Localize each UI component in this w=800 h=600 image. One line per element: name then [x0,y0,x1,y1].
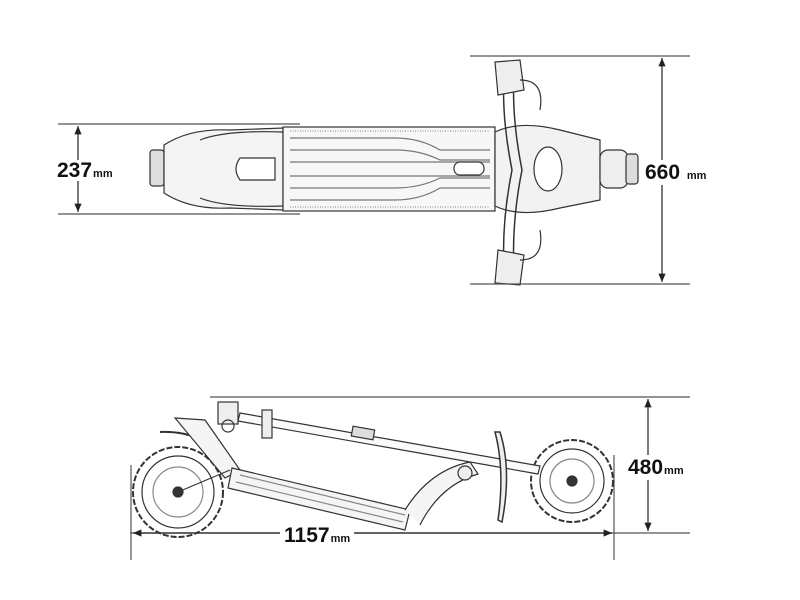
rear-tire-top [149,149,165,187]
handlebar-width-label: 660 mm [645,160,707,185]
top-view [58,55,690,286]
deck-width-unit: mm [93,168,113,180]
deck-logo-badge [453,161,485,176]
deck-width-value: 237 [57,159,93,182]
handlebar-width-value: 660 [645,161,681,184]
height-value: 480 [628,456,664,479]
front-tire-top [625,153,639,185]
deck-side [227,467,411,531]
front-wheel [530,439,614,523]
length-label: 1157mm [280,524,355,547]
height-label: 480mm [628,455,684,480]
stem-side [237,412,541,475]
rear-wheel [132,446,224,538]
length-unit: mm [330,533,351,545]
side-view [130,396,690,560]
length-value: 1157 [284,524,330,547]
throttle-display [217,401,239,425]
deck-width-label: 237mm [57,160,113,181]
handlebar-width-unit: mm [686,170,707,182]
height-unit: mm [664,465,684,477]
